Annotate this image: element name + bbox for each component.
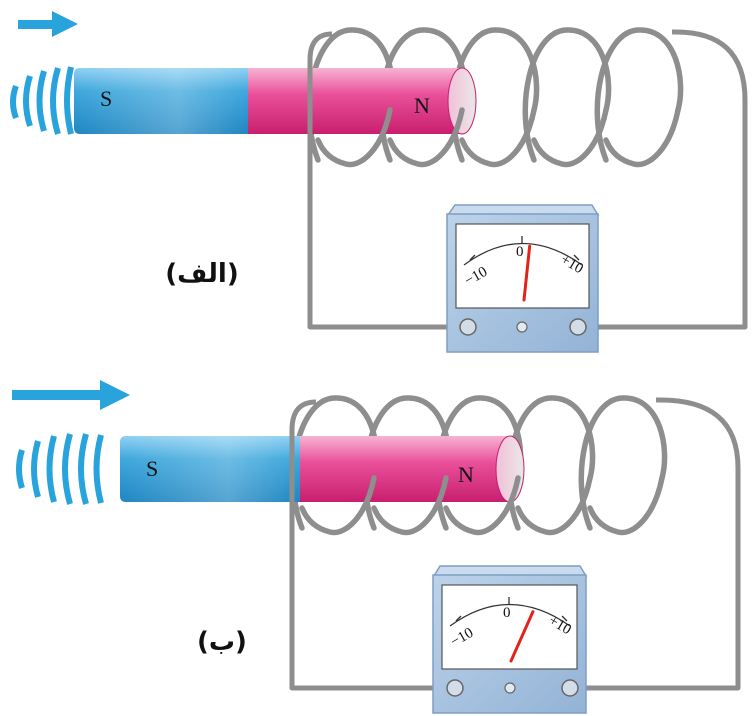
meter-zero-label: 0 — [503, 605, 511, 621]
terminal-right-b — [561, 679, 579, 697]
caption-a: (الف) — [165, 259, 238, 289]
terminal-center-b — [504, 682, 516, 694]
motion-lines-a — [10, 66, 74, 135]
caption-b: (ب) — [197, 627, 247, 657]
circuit-wire-a — [307, 29, 748, 330]
magnet-north-label: N — [414, 93, 430, 118]
terminal-left-a — [459, 318, 477, 336]
magnet-north-label: N — [458, 462, 474, 487]
motion-arrow-b — [12, 380, 130, 410]
bar-magnet-b: S N — [120, 435, 525, 503]
motion-lines-b — [16, 433, 104, 505]
terminal-right-a — [569, 318, 587, 336]
coil-front-b — [299, 475, 665, 536]
motion-arrow-a — [18, 11, 78, 37]
coil-front-a — [315, 107, 681, 168]
galvanometer-b: 0 −10 +10 — [432, 565, 588, 714]
meter-needle-b — [509, 610, 535, 663]
bar-magnet-a: S N — [74, 67, 477, 135]
magnet-south-label: S — [100, 86, 112, 111]
terminal-center-a — [516, 321, 528, 333]
galvanometer-a: 0 −10 +10 — [446, 204, 600, 353]
meter-needle-a — [522, 244, 532, 302]
panel-a: S N 0 −10 +10 — [10, 11, 748, 353]
panel-b: S N 0 −10 +10 — [12, 380, 741, 714]
circuit-wire-b — [289, 397, 741, 691]
terminal-left-b — [446, 679, 464, 697]
magnet-south-label: S — [146, 456, 158, 481]
meter-zero-label: 0 — [516, 244, 524, 260]
